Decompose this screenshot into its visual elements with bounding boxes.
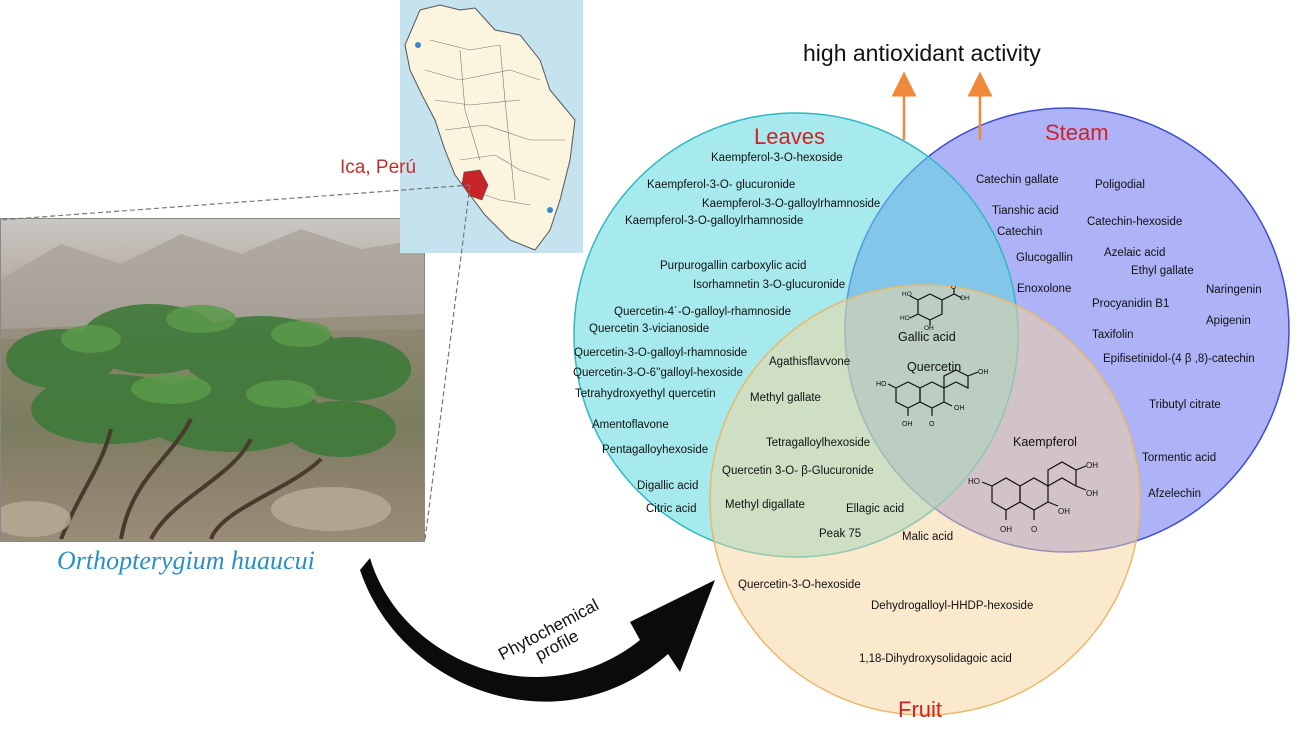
compound-label: Poligodial [1095, 179, 1145, 191]
quercetin-structure-icon: HO OH O OH OH [876, 369, 989, 428]
compound-label: Kaempferol-3-O-galloylrhamnoside [625, 215, 804, 227]
svg-text:HO: HO [968, 477, 980, 486]
svg-text:OH: OH [1000, 525, 1012, 534]
compound-label: Epifisetinidol-(4 β ,8)-catechin [1103, 353, 1255, 365]
compound-label: Catechin-hexoside [1087, 216, 1183, 228]
compound-label: Quercetin [907, 360, 962, 374]
kaempferol-structure-icon: HO OH O OH OH OH [968, 461, 1098, 534]
compound-label: Taxifolin [1092, 329, 1134, 341]
svg-text:OH: OH [1086, 461, 1098, 470]
compound-label: Purpurogallin carboxylic acid [660, 260, 807, 272]
compound-label: Methyl digallate [725, 499, 805, 511]
compound-label: Glucogallin [1016, 252, 1073, 264]
compound-label: Catechin [997, 226, 1043, 238]
compound-label: Tetrahydroxyethyl quercetin [575, 388, 716, 400]
svg-text:OH: OH [960, 295, 970, 302]
compound-label: Tributyl citrate [1149, 399, 1221, 411]
compound-label: Kaempferol-3-O-hexoside [711, 152, 843, 164]
compound-label: Azelaic acid [1104, 247, 1166, 259]
svg-text:OH: OH [954, 405, 965, 412]
compound-label: Methyl gallate [750, 392, 821, 404]
compound-label: Agathisflavvone [769, 356, 851, 368]
svg-text:OH: OH [1058, 507, 1070, 516]
compound-label: Amentoflavone [592, 419, 669, 431]
plant-photo [0, 218, 425, 542]
compound-label: Afzelechin [1148, 488, 1202, 500]
compound-label: Quercetin 3-vicianoside [589, 323, 710, 335]
compound-label: Ethyl gallate [1131, 265, 1194, 277]
compound-label: Peak 75 [819, 528, 862, 540]
svg-text:HO: HO [902, 291, 912, 298]
plant-photo-illustration [1, 229, 424, 541]
compound-label: Tianshic acid [992, 205, 1059, 217]
fruit-title: Fruit [898, 697, 942, 722]
compound-label: Citric acid [646, 503, 697, 515]
compound-label: Digallic acid [637, 480, 699, 492]
peru-map-outline [404, 4, 576, 251]
svg-text:O: O [929, 421, 935, 428]
compound-label: Kaempferol [1013, 435, 1077, 449]
compound-label: Quercetin-3-O-galloyl-rhamnoside [574, 347, 748, 359]
compound-label: Quercetin 3-O- β-Glucuronide [722, 465, 874, 477]
ica-region [461, 169, 489, 201]
compound-label: Kaempferol-3-O-galloylrhamnoside [702, 198, 881, 210]
compound-label: Quercetin-4´-O-galloyl-rhamnoside [614, 306, 792, 318]
svg-text:OH: OH [924, 325, 934, 330]
svg-text:O: O [1031, 525, 1037, 534]
plant-name: Orthopterygium huaucui [57, 546, 315, 575]
compound-label: Naringenin [1206, 284, 1262, 296]
gallic-acid-structure-icon: HO HO OH OH O [900, 286, 970, 330]
compound-label: Quercetin-3-O-6''galloyl-hexoside [573, 367, 743, 379]
compound-label: Pentagalloyhexoside [602, 444, 709, 456]
leaves-title: Leaves [754, 124, 825, 149]
compound-label: Malic acid [902, 531, 954, 543]
steam-title: Steam [1045, 120, 1109, 145]
compound-label: Dehydrogalloyl-HHDP-hexoside [871, 600, 1034, 612]
svg-text:HO: HO [900, 315, 910, 322]
svg-text:OH: OH [1086, 489, 1098, 498]
compound-label: Apigenin [1206, 315, 1251, 327]
svg-text:OH: OH [978, 369, 989, 376]
compound-label: Kaempferol-3-O- glucuronide [647, 179, 796, 191]
compound-label: Enoxolone [1017, 283, 1072, 295]
curved-arrow-icon [360, 558, 715, 702]
compound-label: Tormentic acid [1142, 452, 1217, 464]
compound-label: Procyanidin B1 [1092, 298, 1170, 310]
fruit-circle [709, 284, 1141, 716]
compound-label: Gallic acid [898, 330, 956, 344]
compound-label: Ellagic acid [846, 503, 905, 515]
compound-label: 1,18-Dihydroxysolidagoic acid [859, 653, 1012, 665]
compound-label: Tetragalloylhexoside [766, 437, 871, 449]
compound-label: Catechin gallate [976, 174, 1059, 186]
headline: high antioxidant activity [803, 40, 1041, 66]
compound-label: Quercetin-3-O-hexoside [738, 579, 861, 591]
location-label: Ica, Perú [340, 157, 417, 178]
svg-text:O: O [951, 286, 956, 291]
peru-map [400, 0, 583, 253]
svg-text:OH: OH [902, 421, 913, 428]
compound-label: Isorhamnetin 3-O-glucuronide [693, 279, 846, 291]
svg-text:HO: HO [876, 381, 887, 388]
